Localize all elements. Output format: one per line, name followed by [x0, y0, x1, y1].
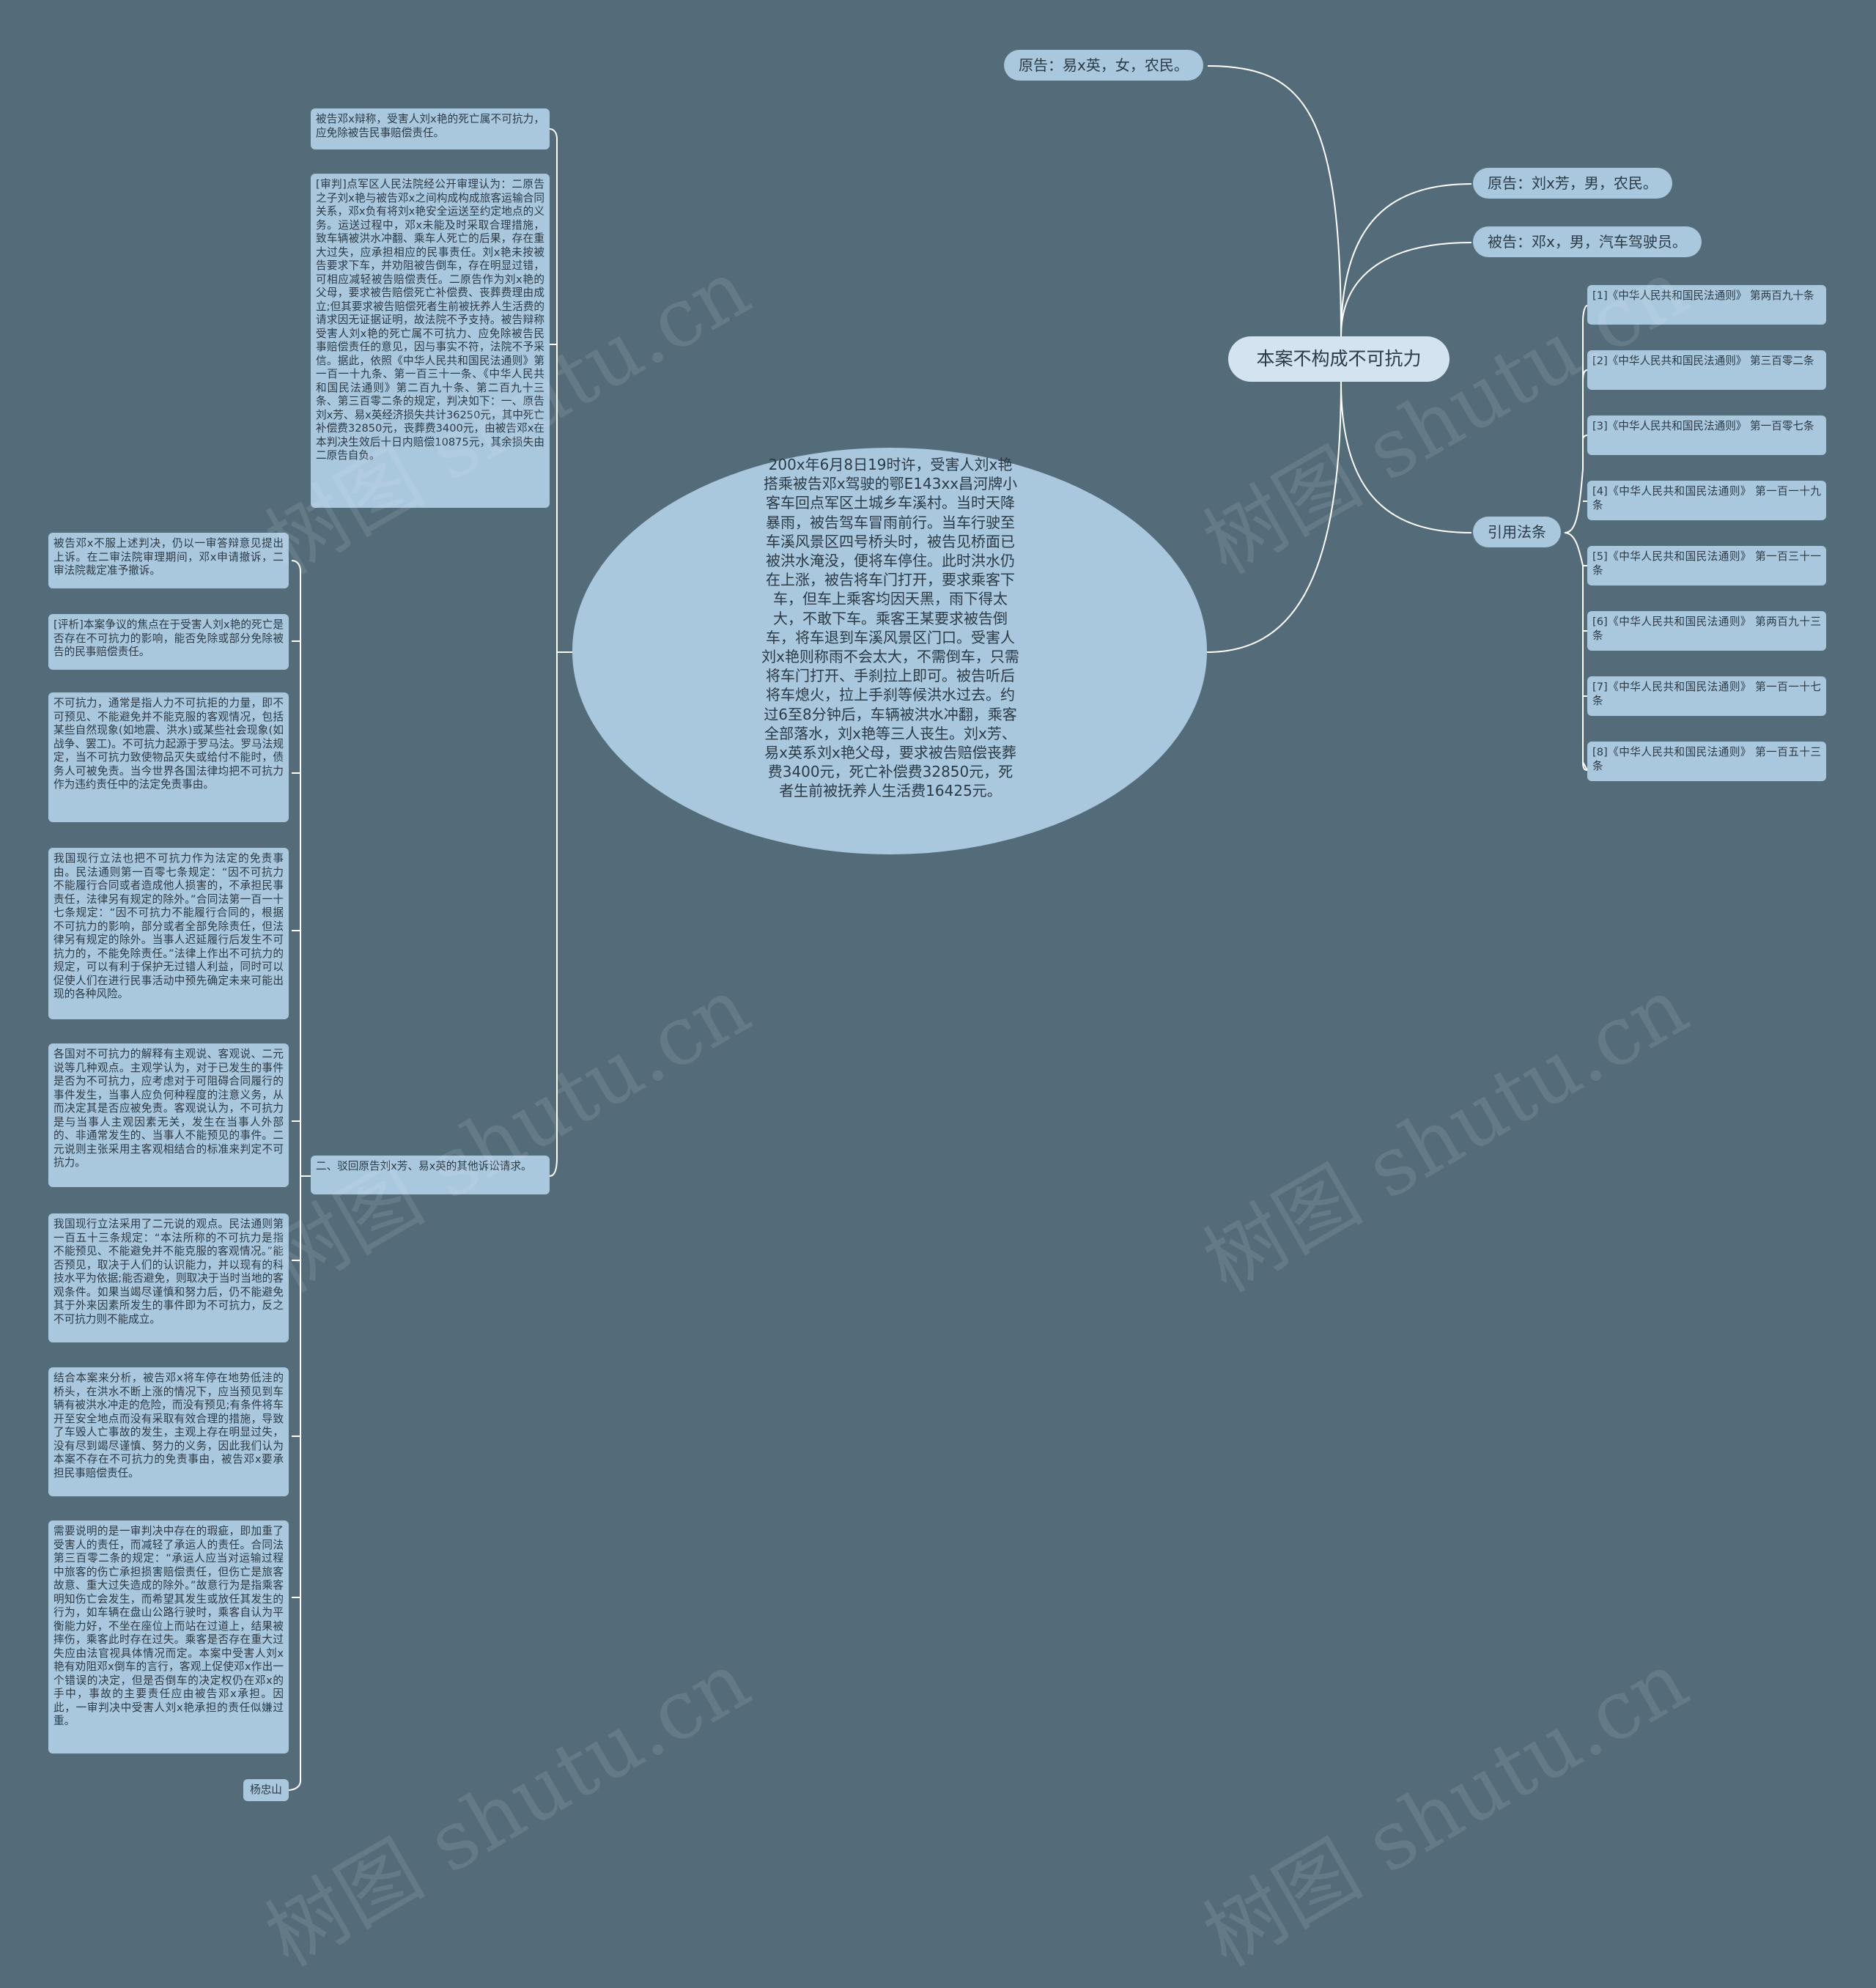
author-node[interactable]: 杨忠山 [243, 1779, 289, 1801]
case-analysis-node[interactable]: 结合本案来分析，被告邓x将车停在地势低洼的桥头，在洪水不断上涨的情况下，应当预见… [48, 1367, 289, 1496]
law-item-3[interactable]: [3]《中华人民共和国民法通则》 第一百零七条 [1587, 415, 1826, 455]
connector-lines [287, 65, 1588, 1791]
theories-node[interactable]: 各国对不可抗力的解释有主观说、客观说、二元说等几种观点。主观学认为，对于已发生的… [48, 1043, 289, 1187]
mindmap-canvas: 本案不构成不可抗力 200x年6月8日19时许，受害人刘x艳搭乘被告邓x驾驶的鄂… [48, 50, 1826, 1984]
party-node-1[interactable]: 原告：易x英，女，农民。 [1004, 50, 1203, 81]
law-item-4[interactable]: [4]《中华人民共和国民法通则》 第一百一十九条 [1587, 481, 1826, 520]
defense-node[interactable]: 被告邓x辩称，受害人刘x艳的死亡属不可抗力，应免除被告民事赔偿责任。 [311, 108, 550, 149]
law-item-8[interactable]: [8]《中华人民共和国民法通则》 第一百五十三条 [1587, 742, 1826, 781]
party-node-2[interactable]: 原告：刘x芳，男，农民。 [1473, 168, 1672, 199]
appeal-node[interactable]: 被告邓x不服上述判决，仍以一审答辩意见提出上诉。在二审法院审理期间，邓x申请撤诉… [48, 533, 289, 588]
law-item-2[interactable]: [2]《中华人民共和国民法通则》 第三百零二条 [1587, 350, 1826, 390]
law-item-1[interactable]: [1]《中华人民共和国民法通则》 第两百九十条 [1587, 285, 1826, 325]
note-node[interactable]: 需要说明的是一审判决中存在的瑕疵，即加重了受害人的责任，而减轻了承运人的责任。合… [48, 1520, 289, 1754]
link-root-party-2 [1340, 183, 1472, 337]
law-item-6[interactable]: [6]《中华人民共和国民法通则》 第两百九十三条 [1587, 611, 1826, 651]
laws-label-node[interactable]: 引用法条 [1473, 517, 1561, 547]
link-root-center [1206, 381, 1342, 653]
link-root-laws [1340, 381, 1472, 533]
link-root-party-3 [1340, 242, 1472, 337]
analysis-node[interactable]: [评析]本案争议的焦点在于受害人刘x艳的死亡是否存在不可抗力的影响，能否免除或部… [48, 614, 289, 670]
law-item-5[interactable]: [5]《中华人民共和国民法通则》 第一百三十一条 [1587, 546, 1826, 585]
force-majeure-definition-node[interactable]: 不可抗力，通常是指人力不可抗拒的力量，即不可预见、不能避免并不能克服的客观情况，… [48, 692, 289, 822]
link-root-party-1 [1207, 65, 1342, 337]
party-node-3[interactable]: 被告：邓x，男，汽车驾驶员。 [1473, 226, 1702, 257]
center-topic-text: 200x年6月8日19时许，受害人刘x艳搭乘被告邓x驾驶的鄂E143xx昌河牌小… [761, 456, 1019, 800]
judgment-item-2-node[interactable]: 二、驳回原告刘x芳、易x英的其他诉讼请求。 [311, 1156, 550, 1194]
current-law-node[interactable]: 我国现行立法也把不可抗力作为法定的免责事由。民法通则第一百零七条规定：“因不可抗… [48, 848, 289, 1019]
dualism-node[interactable]: 我国现行立法采用了二元说的观点。民法通则第一百五十三条规定：“本法所称的不可抗力… [48, 1213, 289, 1342]
law-item-7[interactable]: [7]《中华人民共和国民法通则》 第一百一十七条 [1587, 676, 1826, 716]
root-topic[interactable]: 本案不构成不可抗力 [1228, 336, 1450, 382]
judgment-node[interactable]: [审判]点军区人民法院经公开审理认为：二原告之子刘x艳与被告邓x之间构成构成旅客… [311, 174, 550, 508]
center-topic[interactable]: 200x年6月8日19时许，受害人刘x艳搭乘被告邓x驾驶的鄂E143xx昌河牌小… [572, 448, 1207, 854]
